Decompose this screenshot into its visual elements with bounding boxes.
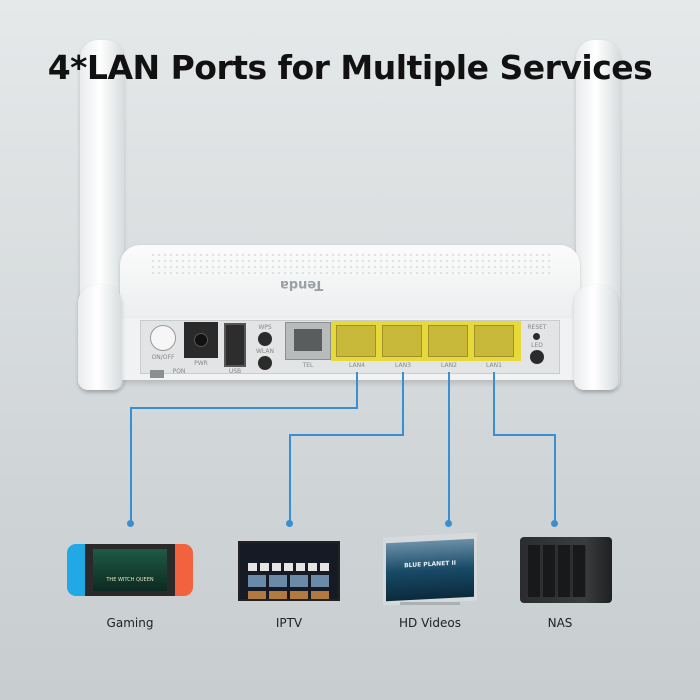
onoff-label: ON/OFF [151, 354, 175, 361]
page-title: 4*LAN Ports for Multiple Services [47, 48, 653, 87]
power-switch[interactable] [150, 325, 176, 351]
lan3-port [382, 325, 422, 357]
power-jack-socket [194, 333, 208, 347]
led-label: LED [531, 342, 543, 349]
lan3-label: LAN3 [395, 362, 411, 369]
nas-image [520, 537, 612, 603]
lan4-line-h [130, 407, 358, 409]
lan1-line [493, 372, 495, 436]
left-antenna-base [78, 285, 122, 390]
nas-drive-bays [528, 545, 586, 597]
lan1-line-h [493, 434, 556, 436]
right-antenna-base [574, 285, 618, 390]
wlan-label: WLAN [255, 348, 274, 355]
pon-port [150, 370, 164, 378]
lan3-line-h [289, 434, 404, 436]
lan1-label: LAN1 [486, 362, 502, 369]
lan4-line [356, 372, 358, 409]
iptv-thumb-row-2 [248, 591, 332, 599]
tel-socket [294, 329, 322, 351]
lan2-port [428, 325, 468, 357]
wps-label: WPS [258, 324, 272, 331]
device-label-iptv: IPTV [275, 616, 303, 630]
game-console-image: THE WITCH QUEEN [67, 544, 193, 596]
iptv-connector-dot [286, 520, 293, 527]
lan-port-block [331, 321, 521, 361]
usb-port [224, 323, 246, 367]
reset-label: RESET [527, 324, 547, 331]
tel-port [285, 322, 331, 360]
right-joycon [175, 544, 193, 596]
iptv-app-row [248, 563, 332, 571]
wlan-button[interactable] [258, 356, 272, 370]
tv-stand [400, 602, 460, 605]
lan2-label: LAN2 [441, 362, 457, 369]
device-label-hd-videos: HD Videos [399, 616, 461, 630]
lan4-label: LAN4 [349, 362, 365, 369]
left-joycon [67, 544, 85, 596]
led-button[interactable] [530, 350, 544, 364]
lan3-line [402, 372, 404, 436]
tv-hd-image: BLUE PLANET II [383, 532, 477, 606]
nas-connector-dot [551, 520, 558, 527]
device-label-nas: NAS [547, 616, 573, 630]
usb-label: USB [228, 368, 242, 375]
gaming-connector-dot [127, 520, 134, 527]
lan1-line-down [554, 434, 556, 523]
device-label-gaming: Gaming [106, 616, 154, 630]
lan4-port [336, 325, 376, 357]
power-jack [184, 322, 218, 358]
lan2-line [448, 372, 450, 522]
router-logo: Tenda [280, 277, 324, 292]
tel-label: TEL [302, 362, 314, 369]
hd-connector-dot [445, 520, 452, 527]
tv-iptv-image [238, 541, 340, 601]
hd-screen-text: BLUE PLANET II [386, 538, 474, 602]
router-vents [150, 252, 550, 274]
game-screen-text: THE WITCH QUEEN [93, 549, 167, 591]
wps-button[interactable] [258, 332, 272, 346]
lan1-port [474, 325, 514, 357]
iptv-thumb-row [248, 575, 332, 587]
lan4-line-down [130, 407, 132, 523]
lan3-line-down [289, 434, 291, 523]
reset-button[interactable] [533, 333, 540, 340]
pon-label: PON [172, 368, 186, 375]
pwr-label: PWR [194, 360, 208, 367]
